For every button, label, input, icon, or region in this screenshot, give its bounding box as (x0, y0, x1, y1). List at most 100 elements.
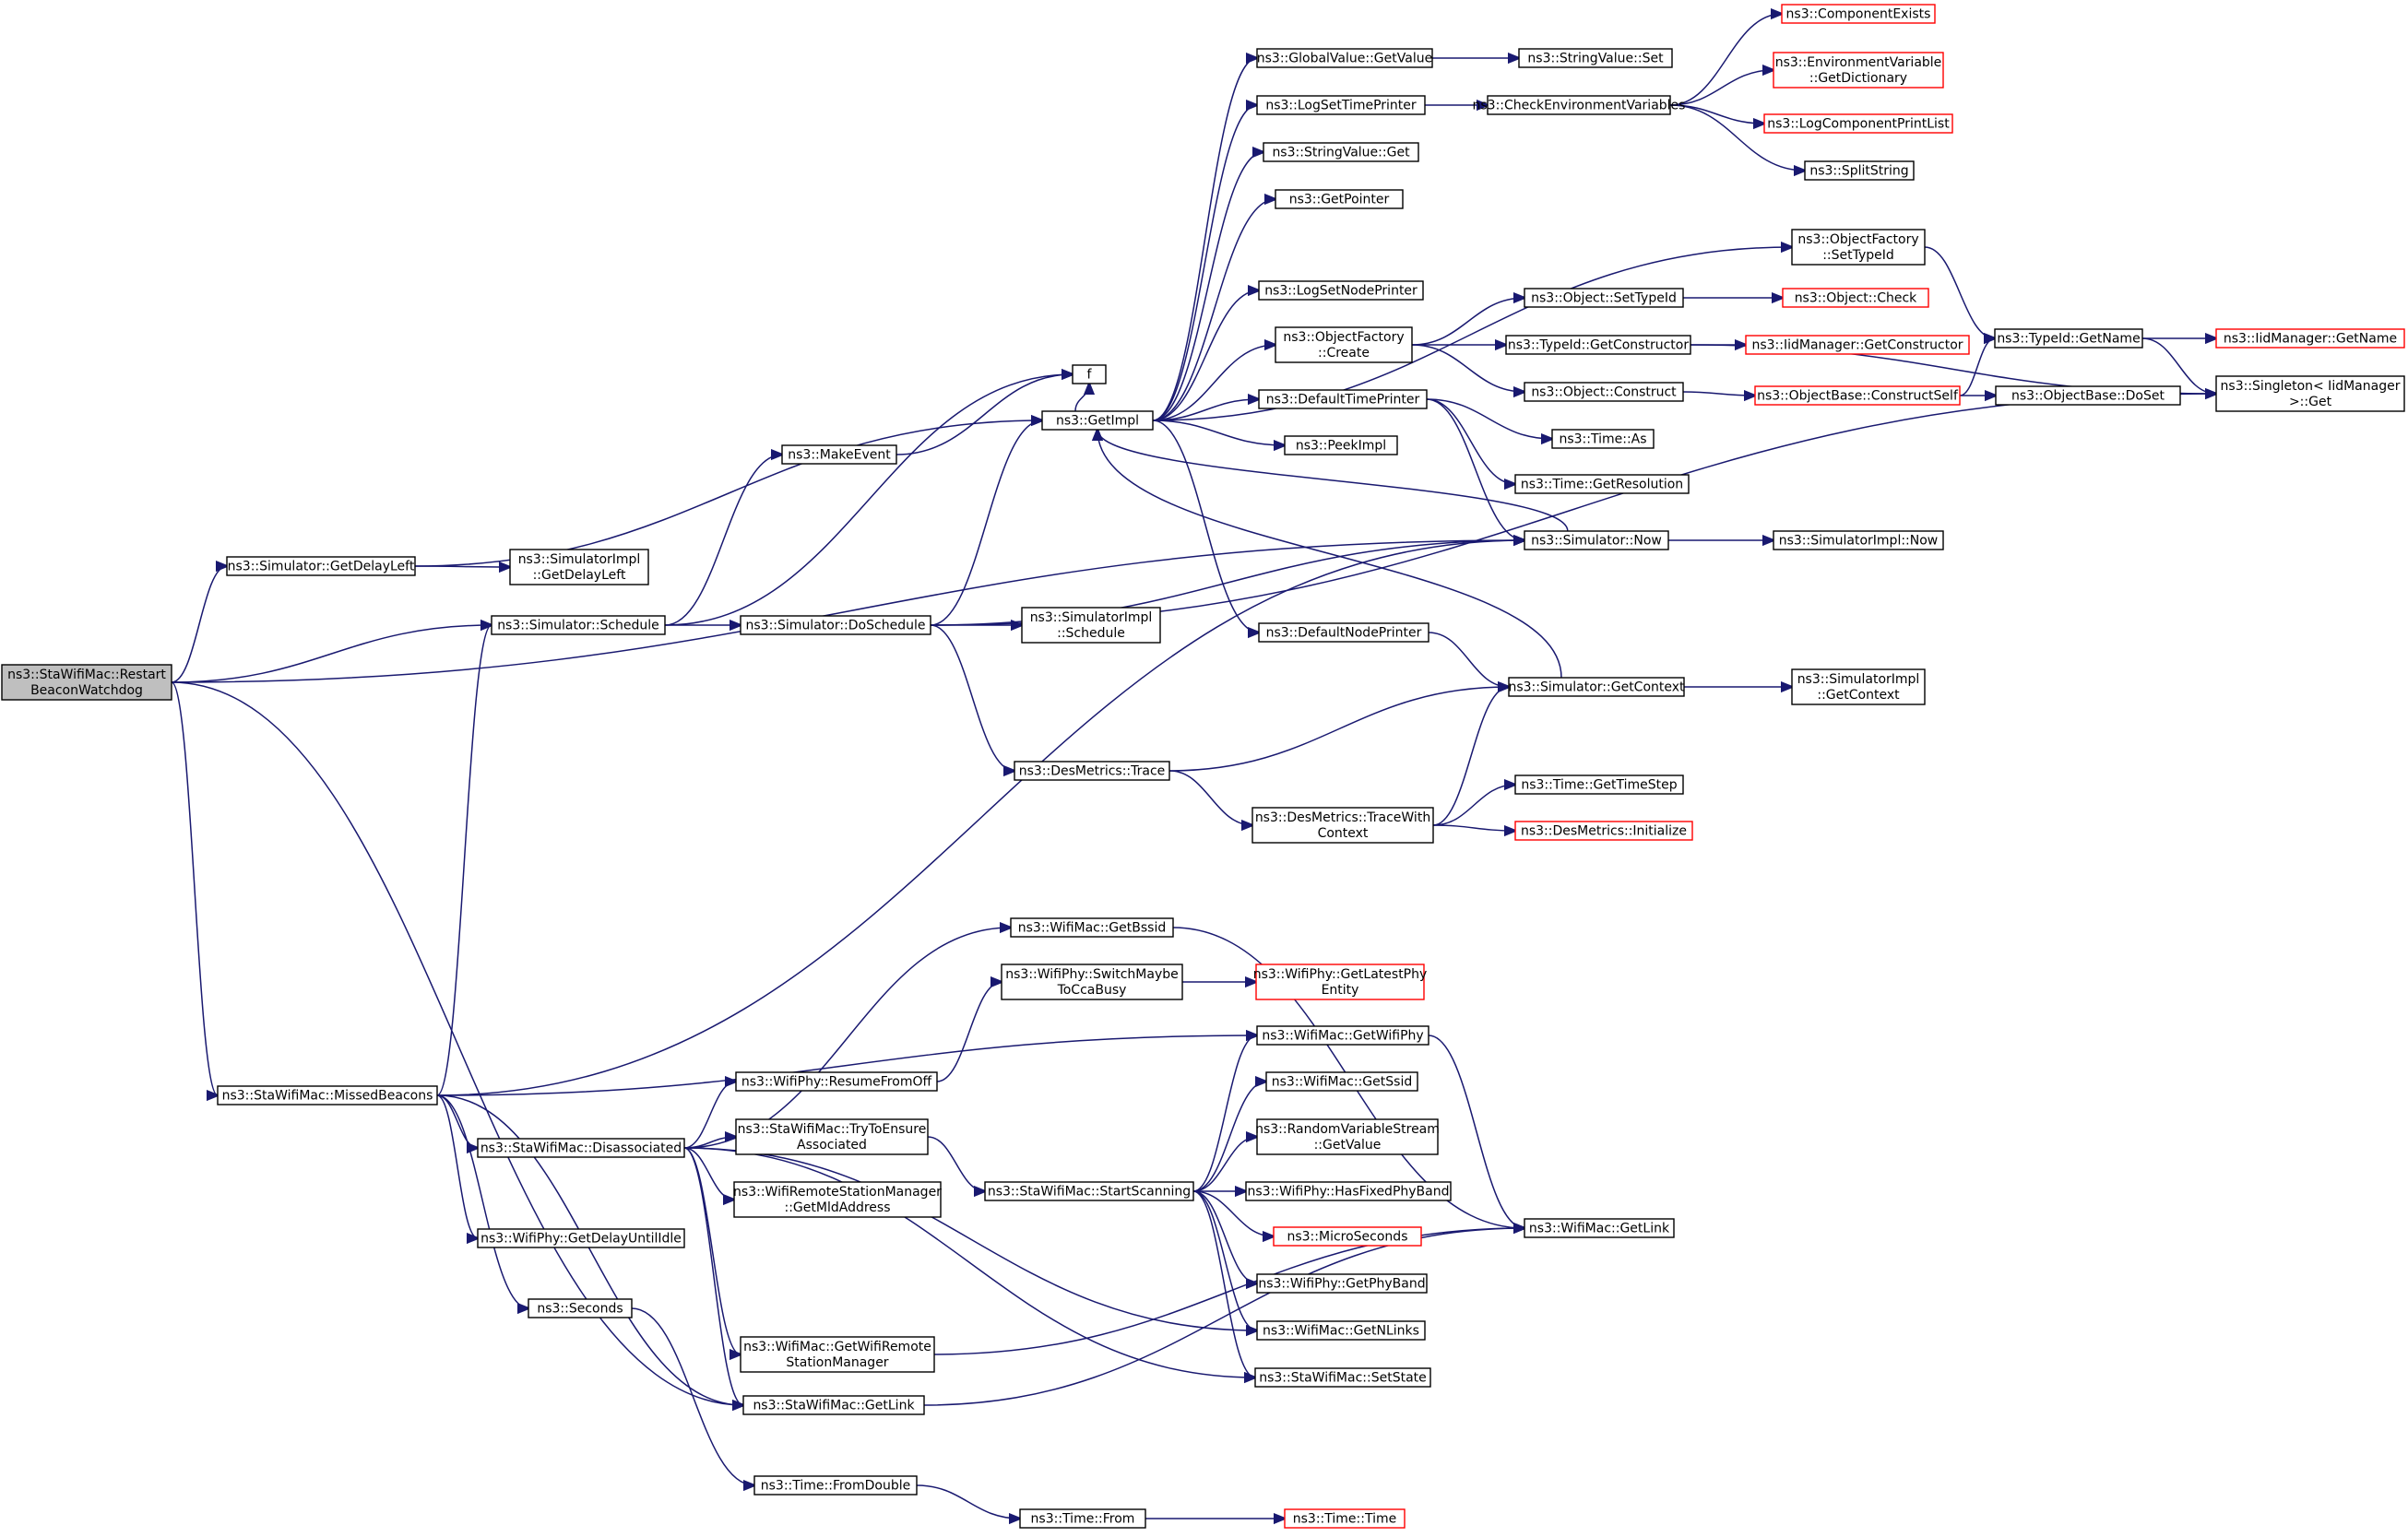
node-implGetDelayLeft[interactable]: ns3::SimulatorImpl::GetDelayLeft (509, 549, 649, 585)
node-box[interactable] (733, 1181, 942, 1218)
node-doSchedule[interactable]: ns3::Simulator::DoSchedule (740, 615, 931, 635)
node-box[interactable] (1284, 1508, 1406, 1529)
node-box[interactable] (1251, 807, 1434, 844)
node-box[interactable] (1995, 385, 2181, 406)
node-box[interactable] (753, 1475, 918, 1496)
node-defaultTimePrinter[interactable]: ns3::DefaultTimePrinter (1258, 389, 1428, 409)
node-box[interactable] (1782, 288, 1929, 308)
node-gvGetValue[interactable]: ns3::GlobalValue::GetValue (1256, 48, 1433, 68)
node-missedBeacons[interactable]: ns3::StaWifiMac::MissedBeacons (217, 1085, 438, 1105)
node-getPointer[interactable]: ns3::GetPointer (1275, 189, 1404, 209)
node-makeEvent[interactable]: ns3::MakeEvent (781, 444, 897, 465)
node-box[interactable] (1275, 326, 1413, 363)
node-timeGetRes[interactable]: ns3::Time::GetResolution (1514, 474, 1690, 494)
node-box[interactable] (1273, 1226, 1422, 1247)
node-box[interactable] (1021, 607, 1161, 644)
node-objSetTypeId[interactable]: ns3::Object::SetTypeId (1524, 288, 1684, 308)
node-simGetContext[interactable]: ns3::Simulator::GetContext (1508, 677, 1685, 697)
node-swmGetLink[interactable]: ns3::StaWifiMac::GetLink (742, 1395, 925, 1415)
node-box[interactable] (1745, 335, 1970, 355)
node-disassociated[interactable]: ns3::StaWifiMac::Disassociated (477, 1138, 685, 1158)
node-desInit[interactable]: ns3::DesMetrics::Initialize (1514, 821, 1693, 841)
node-wmGetLink[interactable]: ns3::WifiMac::GetLink (1524, 1218, 1675, 1238)
node-box[interactable] (1524, 530, 1669, 550)
node-ofCreate[interactable]: ns3::ObjectFactory::Create (1275, 326, 1413, 363)
node-seconds[interactable]: ns3::Seconds (528, 1298, 633, 1318)
node-getImpl[interactable]: ns3::GetImpl (1041, 410, 1154, 431)
node-wpGetPhyBand[interactable]: ns3::WifiPhy::GetPhyBand (1256, 1273, 1428, 1294)
node-box[interactable] (1245, 1181, 1452, 1201)
node-box[interactable] (1791, 229, 1926, 266)
node-svGet[interactable]: ns3::StringValue::Get (1263, 142, 1419, 162)
node-box[interactable] (1258, 389, 1428, 409)
node-f[interactable]: f (1072, 364, 1107, 384)
node-timeAs[interactable]: ns3::Time::As (1551, 429, 1655, 449)
node-simNow[interactable]: ns3::Simulator::Now (1524, 530, 1669, 550)
node-box[interactable] (1275, 189, 1404, 209)
node-box[interactable] (1258, 622, 1429, 643)
node-svSet[interactable]: ns3::StringValue::Set (1518, 48, 1673, 68)
node-obDoSet[interactable]: ns3::ObjectBase::DoSet (1995, 385, 2181, 406)
node-box[interactable] (477, 1228, 685, 1248)
node-wpResumeFromOff[interactable]: ns3::WifiPhy::ResumeFromOff (735, 1071, 938, 1092)
node-wmGetSsid[interactable]: ns3::WifiMac::GetSsid (1265, 1071, 1418, 1092)
node-splitString[interactable]: ns3::SplitString (1804, 160, 1915, 181)
node-box[interactable] (735, 1071, 938, 1092)
node-box[interactable] (1265, 1071, 1418, 1092)
node-box[interactable] (1524, 382, 1684, 402)
node-defaultNodePrinter[interactable]: ns3::DefaultNodePrinter (1258, 622, 1429, 643)
node-singletonGet[interactable]: ns3::Singleton< IidManager >::Get (2215, 375, 2405, 412)
node-timeGetTimeStep[interactable]: ns3::Time::GetTimeStep (1514, 774, 1684, 795)
node-box[interactable] (2215, 328, 2405, 349)
node-box[interactable] (1487, 95, 1671, 115)
node-typeIdGetName[interactable]: ns3::TypeId::GetName (1994, 328, 2143, 349)
node-box[interactable] (1773, 52, 1944, 89)
node-wpHasFixed[interactable]: ns3::WifiPhy::HasFixedPhyBand (1245, 1181, 1452, 1201)
node-peekImpl[interactable]: ns3::PeekImpl (1284, 435, 1398, 455)
node-wmGetWrsm[interactable]: ns3::WifiMac::GetWifiRemoteStationManage… (740, 1336, 935, 1373)
node-box[interactable] (528, 1298, 633, 1318)
node-box[interactable] (1505, 335, 1691, 355)
node-implNow[interactable]: ns3::SimulatorImpl::Now (1773, 530, 1944, 550)
node-box[interactable] (1019, 1508, 1146, 1529)
node-box[interactable] (1773, 530, 1944, 550)
node-box[interactable] (1514, 474, 1690, 494)
node-box[interactable] (1791, 668, 1926, 705)
node-box[interactable] (1284, 435, 1398, 455)
node-getDelayLeft[interactable]: ns3::Simulator::GetDelayLeft (226, 556, 416, 576)
node-logSetTimePrinter[interactable]: ns3::LogSetTimePrinter (1256, 95, 1426, 115)
node-box[interactable] (217, 1085, 438, 1105)
node-typeIdGetCtor[interactable]: ns3::TypeId::GetConstructor (1505, 335, 1691, 355)
node-box[interactable] (477, 1138, 685, 1158)
node-objConstruct[interactable]: ns3::Object::Construct (1524, 382, 1684, 402)
node-box[interactable] (1001, 964, 1183, 1000)
node-timeFrom[interactable]: ns3::Time::From (1019, 1508, 1146, 1529)
node-box[interactable] (740, 615, 931, 635)
node-box[interactable] (1010, 917, 1174, 938)
node-ofSetTypeId[interactable]: ns3::ObjectFactory::SetTypeId (1791, 229, 1926, 266)
node-wmGetBssid[interactable]: ns3::WifiMac::GetBssid (1010, 917, 1174, 938)
node-box[interactable] (509, 549, 649, 585)
node-box[interactable] (1781, 4, 1936, 24)
node-timeTime[interactable]: ns3::Time::Time (1284, 1508, 1406, 1529)
node-iidGetName[interactable]: ns3::IidManager::GetName (2215, 328, 2405, 349)
node-box[interactable] (1254, 1367, 1431, 1388)
node-box[interactable] (1994, 328, 2143, 349)
node-box[interactable] (1263, 142, 1419, 162)
node-iidGetCtor[interactable]: ns3::IidManager::GetConstructor (1745, 335, 1970, 355)
node-obConstructSelf[interactable]: ns3::ObjectBase::ConstructSelf (1754, 385, 1961, 406)
node-box[interactable] (1256, 1025, 1429, 1046)
node-box[interactable] (1256, 1320, 1426, 1341)
node-componentExists[interactable]: ns3::ComponentExists (1781, 4, 1936, 24)
node-rvsGetValue[interactable]: ns3::RandomVariableStream::GetValue (1255, 1118, 1440, 1155)
node-box[interactable] (2215, 375, 2405, 412)
node-startScanning[interactable]: ns3::StaWifiMac::StartScanning (984, 1181, 1194, 1201)
node-swmSetState[interactable]: ns3::StaWifiMac::SetState (1254, 1367, 1431, 1388)
node-box[interactable] (1, 664, 172, 701)
node-microSeconds[interactable]: ns3::MicroSeconds (1273, 1226, 1422, 1247)
node-box[interactable] (1255, 964, 1425, 1000)
node-box[interactable] (781, 444, 897, 465)
node-desTrace[interactable]: ns3::DesMetrics::Trace (1014, 761, 1170, 781)
